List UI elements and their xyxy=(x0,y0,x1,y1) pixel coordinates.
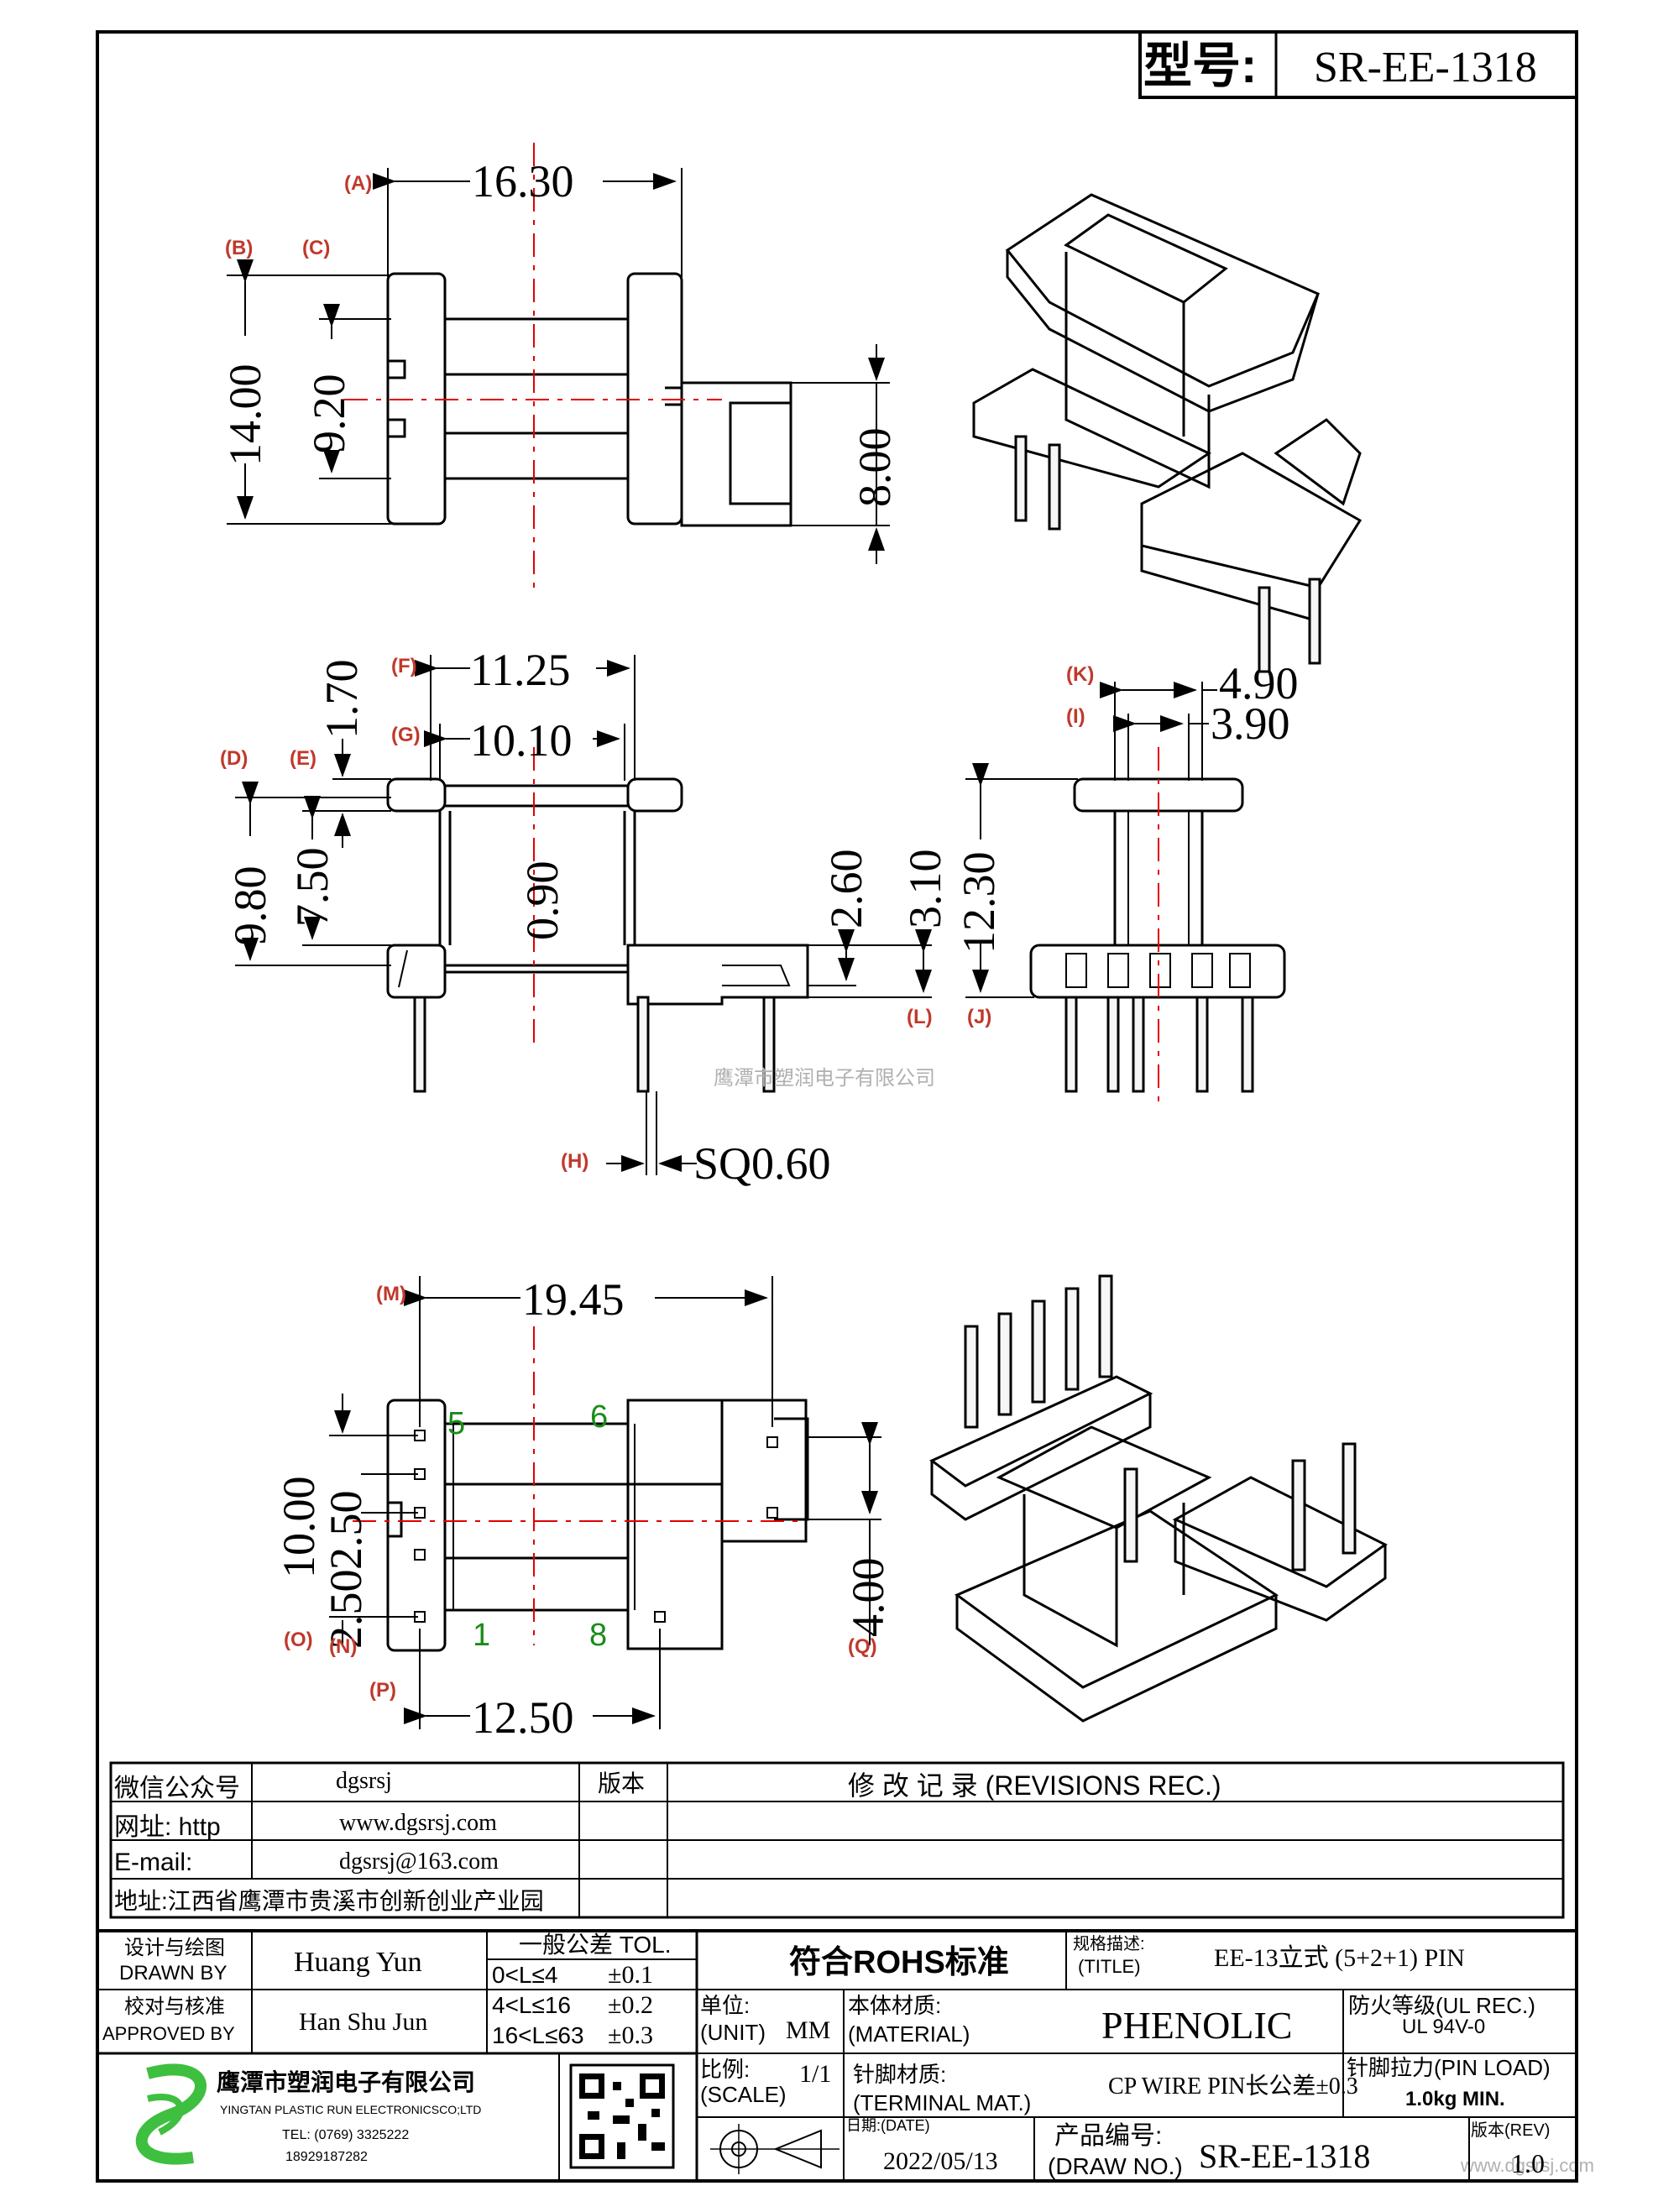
pin-6-label: 6 xyxy=(590,1399,608,1435)
iso-view-top xyxy=(972,193,1363,673)
ref-label-q: (Q) xyxy=(848,1635,877,1658)
ref-label-g: (G) xyxy=(391,724,421,746)
ref-label-h: (H) xyxy=(561,1150,589,1173)
dim-P-value: 12.50 xyxy=(472,1692,574,1743)
dim-N-value: 2.50 xyxy=(321,1491,371,1571)
ref-label-a: (A) xyxy=(344,172,373,195)
dim-C-value: 9.20 xyxy=(304,374,354,454)
watermark-text: 鹰潭市塑润电子有限公司 xyxy=(714,1067,935,1090)
dim-H-value: SQ0.60 xyxy=(693,1138,831,1189)
dim-E-value: 7.50 xyxy=(287,848,337,928)
ref-label-f: (F) xyxy=(391,655,417,677)
model-label: 型号: xyxy=(1143,39,1257,93)
front-view: 11.25 10.10 1.70 9.80 7.50 0.90 2.60 xyxy=(225,645,950,1189)
dim-090-value: 0.90 xyxy=(517,861,568,941)
pin-8-label: 8 xyxy=(589,1618,607,1653)
ref-label-m: (M) xyxy=(376,1283,406,1305)
dim-N2-value: 2.50 xyxy=(321,1570,371,1650)
dim-O-value: 10.00 xyxy=(274,1477,324,1579)
ref-label-j: (J) xyxy=(967,1006,992,1028)
dim-B-value: 14.00 xyxy=(220,364,270,467)
dim-170-value: 1.70 xyxy=(316,660,367,740)
dim-M-value: 19.45 xyxy=(522,1274,625,1325)
side-view: 4.90 3.90 12.30 xyxy=(954,658,1299,1108)
watermark-url: www.dgsrsj.com xyxy=(1460,2155,1594,2176)
top-view: 16.30 14.00 9.20 8.00 xyxy=(220,143,900,588)
iso-view-bottom xyxy=(929,1274,1388,1723)
ref-label-l: (L) xyxy=(907,1006,933,1028)
pin-5-label: 5 xyxy=(447,1406,465,1441)
dim-J-value: 12.30 xyxy=(954,852,1004,954)
dim-I-value: 3.90 xyxy=(1211,698,1290,749)
dim-D-value: 9.80 xyxy=(225,866,275,946)
ref-label-k: (K) xyxy=(1066,663,1095,686)
dim-G-value: 10.10 xyxy=(470,715,573,766)
ref-label-p: (P) xyxy=(369,1679,396,1702)
ref-label-c: (C) xyxy=(302,237,331,259)
dim-F-value: 11.25 xyxy=(470,645,571,695)
ref-label-i: (I) xyxy=(1066,705,1085,728)
ref-label-d: (D) xyxy=(220,747,248,770)
ref-label-e: (E) xyxy=(290,747,316,770)
dim-8-value: 8.00 xyxy=(850,428,900,508)
dim-260-value: 2.60 xyxy=(821,850,871,929)
dim-A-value: 16.30 xyxy=(472,156,574,207)
pin-1-label: 1 xyxy=(473,1618,490,1653)
dim-310-value: 3.10 xyxy=(900,850,950,929)
ref-label-b: (B) xyxy=(225,237,254,259)
sheet-border xyxy=(96,30,1578,2183)
dim-Q-value: 4.00 xyxy=(843,1558,893,1638)
ref-label-n: (N) xyxy=(329,1635,358,1658)
model-header: 型号: SR-EE-1318 xyxy=(1138,30,1578,99)
ref-label-o: (O) xyxy=(284,1629,313,1651)
model-value: SR-EE-1318 xyxy=(1314,44,1537,92)
bottom-view: 5 6 1 8 19.45 10.00 2.50 2.50 4.00 12.50 xyxy=(274,1274,893,1743)
